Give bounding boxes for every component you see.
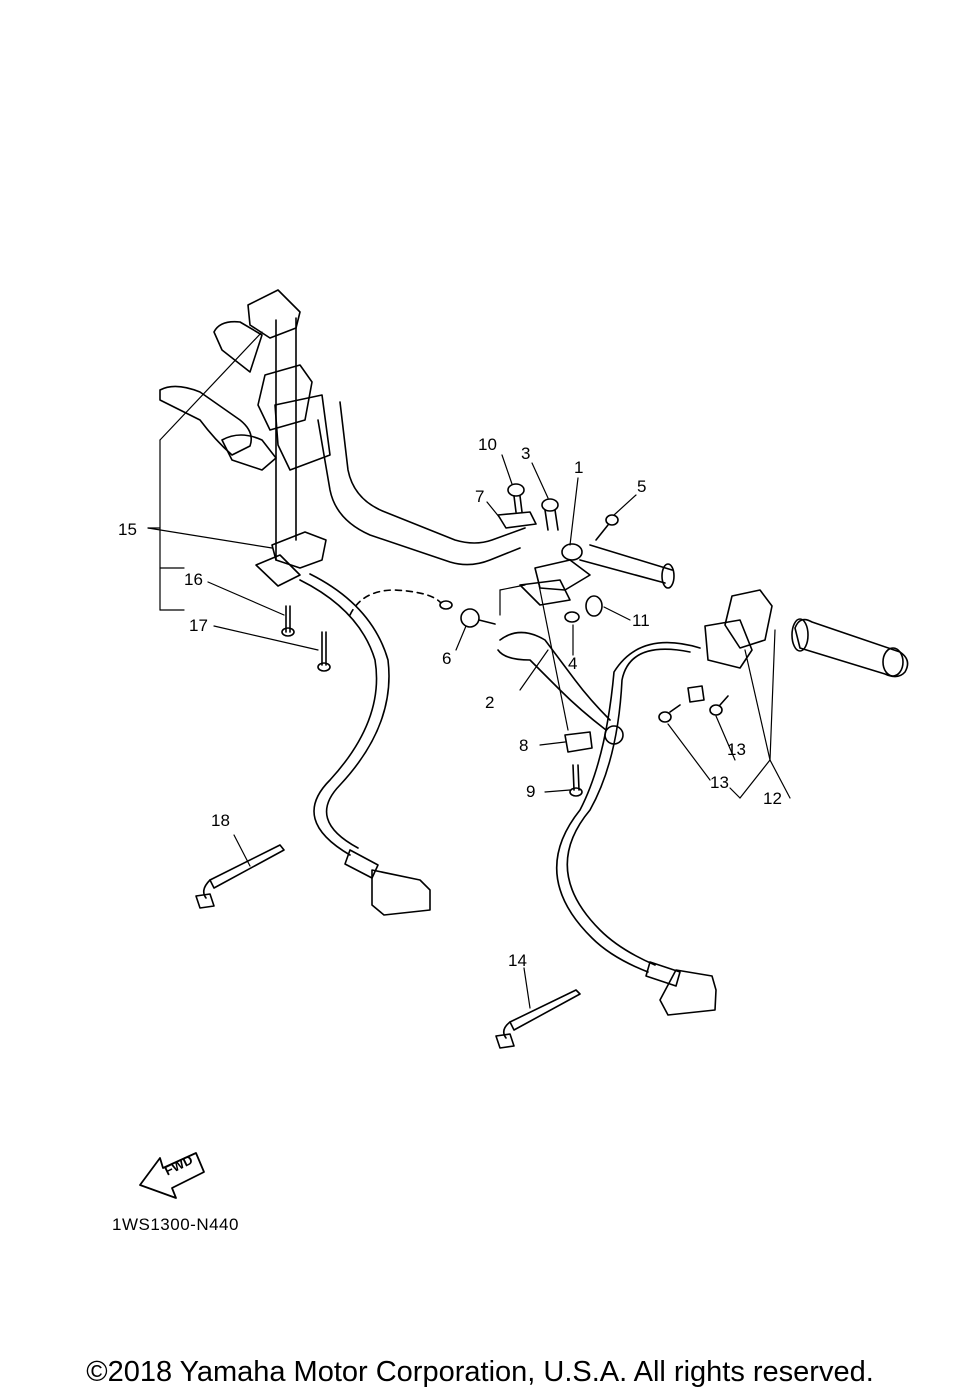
callout-16: 16	[184, 570, 203, 589]
clutch-cable	[349, 589, 453, 616]
plate-8-part	[564, 731, 593, 753]
callout-13-right: 13	[727, 740, 746, 759]
leader-lines	[147, 331, 791, 1009]
screw-5-part	[595, 514, 619, 541]
screw-16-part	[281, 605, 295, 637]
callout-7: 7	[475, 487, 485, 506]
screw-17-part	[317, 631, 331, 672]
screw-9-part	[569, 764, 583, 797]
screw-10-part	[507, 483, 525, 513]
callout-6: 6	[442, 649, 452, 668]
callout-10: 10	[478, 435, 497, 454]
collar-11-part	[585, 595, 603, 617]
callout-11: 11	[632, 611, 650, 630]
handlebar	[317, 401, 675, 589]
callout-5: 5	[637, 477, 647, 496]
switch-12-part	[687, 589, 773, 703]
callout-12: 12	[763, 789, 782, 808]
callout-4: 4	[568, 654, 578, 673]
callout-17: 17	[189, 616, 208, 635]
nut-6-part	[460, 608, 496, 628]
lever-2-part	[497, 631, 624, 745]
left-grip-assembly	[159, 289, 331, 561]
screw-13-parts	[658, 695, 729, 723]
cable-tie-18-part	[195, 844, 285, 909]
bolt-3-part	[541, 498, 559, 531]
callout-1: 1	[574, 458, 584, 477]
right-harness	[555, 641, 717, 1016]
switch-15-part	[255, 531, 327, 587]
right-grip	[791, 618, 909, 678]
callout-2: 2	[485, 693, 495, 712]
fwd-arrow-icon	[139, 1152, 205, 1199]
callout-15: 15	[118, 520, 137, 539]
drawing-code: 1WS1300-N440	[112, 1215, 239, 1234]
callout-9: 9	[526, 782, 536, 801]
left-harness	[299, 573, 431, 916]
callout-13-left: 13	[710, 773, 729, 792]
plate-7-part	[497, 511, 537, 529]
copyright-notice: ©2018 Yamaha Motor Corporation, U.S.A. A…	[86, 1356, 874, 1388]
lever-holder-1-part	[519, 543, 591, 606]
washer-4-part	[564, 611, 580, 623]
callout-14: 14	[508, 951, 527, 970]
callout-3: 3	[521, 444, 531, 463]
cable-tie-14-part	[495, 989, 581, 1049]
callout-18: 18	[211, 811, 230, 830]
callout-8: 8	[519, 736, 529, 755]
